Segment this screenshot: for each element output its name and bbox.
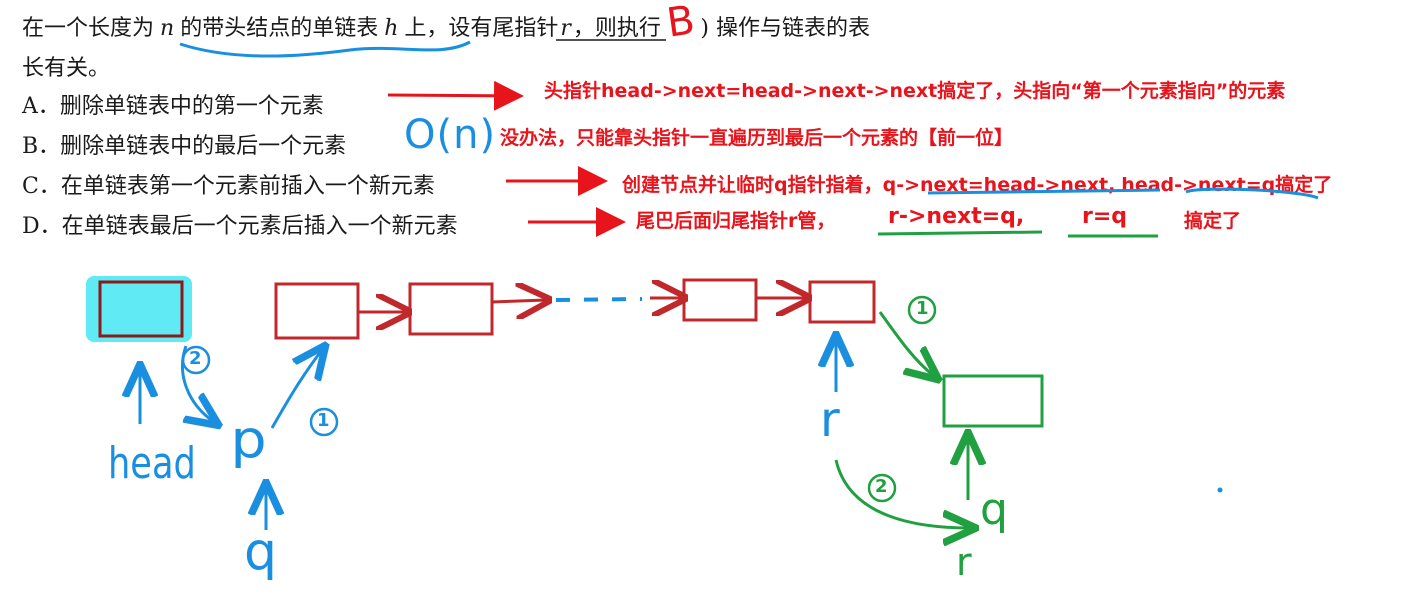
var-n: n <box>160 16 175 41</box>
question-text-1e: ) 操作与链表的表 <box>700 16 870 41</box>
step2-label-left: 2 <box>189 348 202 369</box>
complexity-b: O(n) <box>404 112 497 158</box>
question-line-2: 长有关。 <box>22 56 111 81</box>
step1-arrow-left <box>270 350 322 429</box>
step1-label-right: 1 <box>916 298 929 319</box>
question-text-1d: ，则执行 <box>572 16 661 41</box>
r-label-bottom: r <box>956 540 972 584</box>
arrow-option-a <box>387 80 524 111</box>
question-text-1a: 在一个长度为 <box>22 16 155 41</box>
step1-circle-right <box>907 295 937 325</box>
annotation-d-code1: r->next=q, <box>888 204 1025 229</box>
underline-d-code1 <box>877 230 1043 236</box>
option-d: D．在单链表最后一个元素后插入一个新元素 <box>22 214 458 239</box>
head-label: head <box>108 438 196 489</box>
step2-arrow-right <box>834 459 970 528</box>
question-text-1b: 的带头结点的单链表 <box>180 16 379 41</box>
step2-circle-right <box>867 473 897 503</box>
step1-circle-left <box>309 407 339 437</box>
head-node-highlight <box>86 276 192 342</box>
step2-circle-left <box>181 345 211 375</box>
stray-dot <box>1217 487 1223 493</box>
annotation-c-prefix: 创建节点并让临时q指针指着， <box>622 174 883 196</box>
q-label-left: q <box>244 522 278 582</box>
underline-c-code1 <box>927 188 1161 195</box>
step2-label-right: 2 <box>875 476 888 497</box>
underline-blue-question <box>179 40 471 58</box>
node-2 <box>408 282 494 336</box>
step1-arrow-right <box>878 311 934 376</box>
r-label: r <box>820 392 840 448</box>
p-label: p <box>230 410 267 470</box>
node-1 <box>274 282 360 340</box>
underline-c-code2 <box>1185 187 1319 200</box>
annotation-a: 头指针head->next=head->next->next搞定了，头指向“第一… <box>544 80 1286 102</box>
step1-label-left: 1 <box>317 410 330 431</box>
node-last <box>808 280 876 324</box>
link-2-3 <box>491 300 546 302</box>
annotation-d-prefix: 尾巴后面归尾指针r管， <box>636 210 836 232</box>
annotation-d-code2: r=q <box>1082 204 1128 229</box>
link-dashed <box>555 297 643 302</box>
option-a: A．删除单链表中的第一个元素 <box>22 94 324 119</box>
var-r: r <box>560 16 571 41</box>
option-b: B．删除单链表中的最后一个元素 <box>22 134 347 159</box>
q-label-right: q <box>980 484 1008 535</box>
var-h: h <box>384 16 399 41</box>
question-text-1c: 上，设有尾指针 <box>404 16 559 41</box>
node-n-1 <box>682 278 758 322</box>
annotation-d-suffix: 搞定了 <box>1184 210 1242 232</box>
head-node <box>98 280 184 338</box>
new-node-q <box>942 374 1044 428</box>
annotation-b: 没办法，只能靠头指针一直遍历到最后一个元素的【前一位】 <box>500 127 1014 149</box>
option-c: C．在单链表第一个元素前插入一个新元素 <box>22 174 435 199</box>
